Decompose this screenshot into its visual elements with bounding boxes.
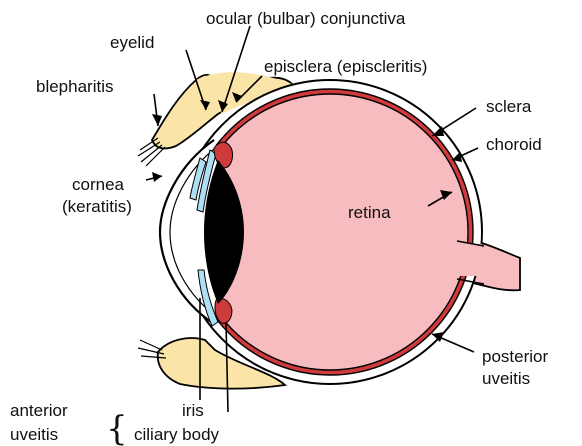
label-iris: iris — [182, 401, 204, 420]
label-sclera: sclera — [486, 97, 532, 116]
label-choroid: choroid — [486, 135, 542, 154]
label-posterior: posterior — [482, 347, 548, 366]
label-keratitis: (keratitis) — [62, 197, 132, 216]
label-blepharitis: blepharitis — [36, 77, 114, 96]
label-cornea: cornea — [72, 175, 125, 194]
label-conjunctiva: ocular (bulbar) conjunctiva — [206, 9, 406, 28]
optic-nerve-entry — [455, 242, 482, 276]
label-eyelid: eyelid — [110, 33, 154, 52]
label-anterior: anterior — [10, 401, 68, 420]
label-anterior-uveitis: uveitis — [10, 425, 58, 444]
label-retina: retina — [348, 203, 391, 222]
label-posterior-uveitis: uveitis — [482, 369, 530, 388]
anterior-uveitis-brace: { — [106, 409, 128, 446]
label-ciliary-body: ciliary body — [134, 425, 220, 444]
label-episclera: episclera (episcleritis) — [264, 57, 427, 76]
